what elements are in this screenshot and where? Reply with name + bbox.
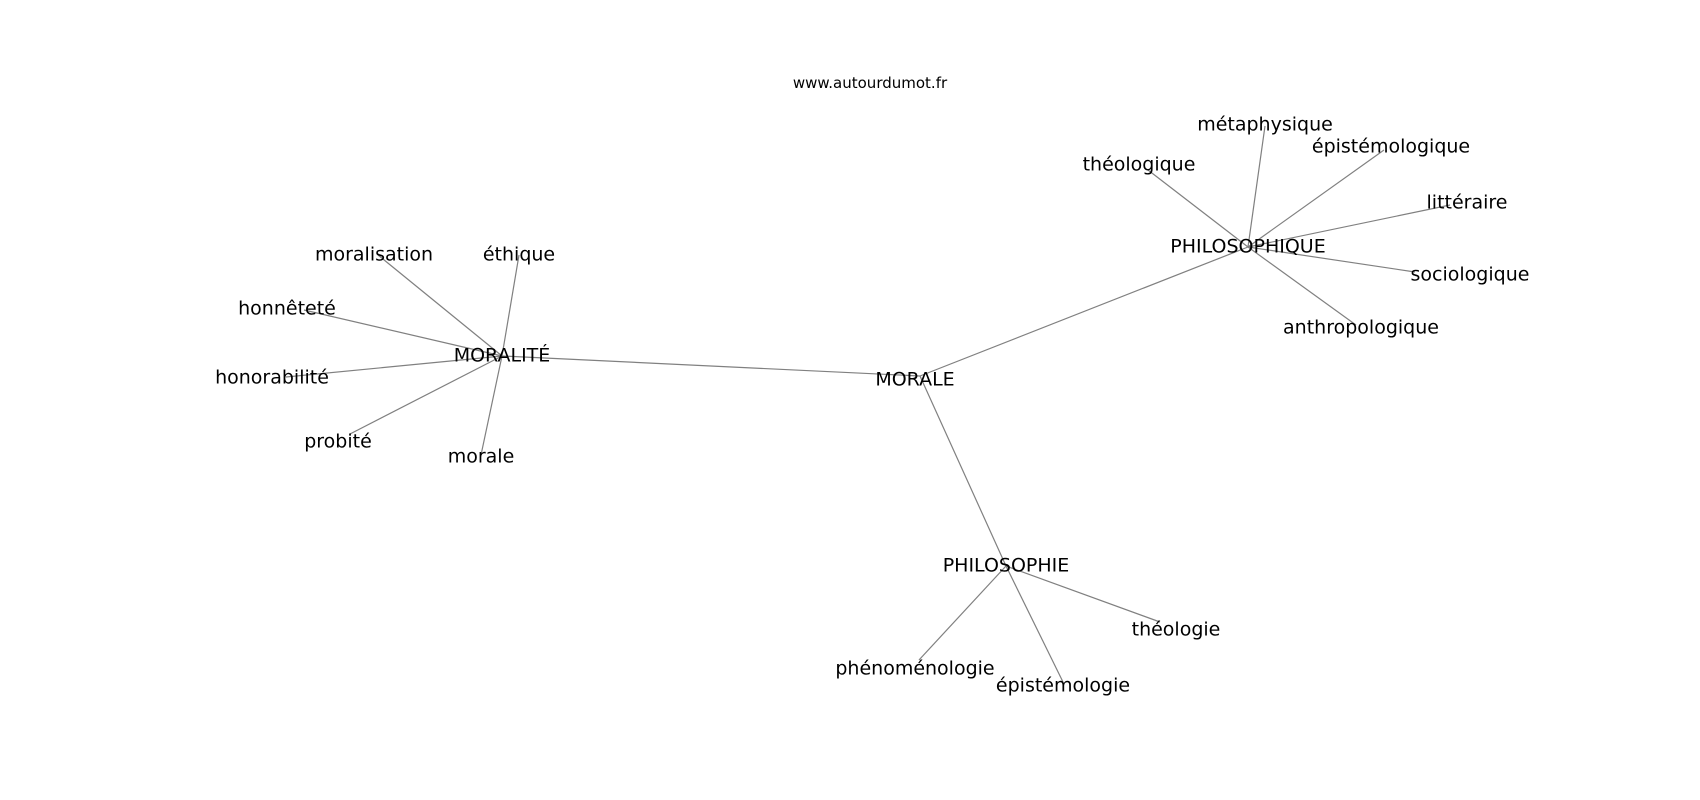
node-ethique[interactable]: éthique	[483, 244, 555, 266]
edge-philosophie-epistemologie	[1005, 565, 1064, 683]
node-epistemologie[interactable]: épistémologie	[996, 675, 1130, 697]
node-philosophique[interactable]: PHILOSOPHIQUE	[1170, 236, 1325, 258]
node-litteraire[interactable]: littéraire	[1427, 192, 1508, 214]
edge-moralite-probite	[349, 355, 503, 435]
source-label: www.autourdumot.fr	[793, 74, 948, 92]
node-metaphysique[interactable]: métaphysique	[1197, 114, 1333, 136]
node-layer: MORALE MORALITÉ PHILOSOPHIQUE PHILOSOPHIE mo…	[215, 114, 1529, 697]
edge-philosophique-theologique	[1147, 169, 1249, 248]
node-morale-center[interactable]: MORALE	[875, 369, 954, 391]
node-honnetete[interactable]: honnêteté	[238, 298, 336, 320]
node-honorabilite[interactable]: honorabilité	[215, 367, 329, 389]
edge-moralite-honorabilite	[285, 355, 503, 378]
node-moralite[interactable]: MORALITÉ	[454, 344, 551, 367]
node-sociologique[interactable]: sociologique	[1411, 264, 1530, 286]
node-probite[interactable]: probité	[304, 431, 372, 453]
edge-layer	[285, 125, 1451, 683]
edge-morale_center-philosophique	[919, 246, 1249, 377]
edge-morale_center-philosophie	[919, 375, 1007, 567]
edge-moralite-honnetete	[303, 309, 503, 357]
node-phenomenologie[interactable]: phénoménologie	[835, 658, 994, 680]
edge-philosophique-metaphysique	[1247, 125, 1266, 248]
edge-morale_center-moralite	[501, 355, 921, 377]
node-morale-leaf[interactable]: morale	[448, 446, 515, 468]
node-moralisation[interactable]: moralisation	[315, 244, 433, 266]
node-philosophie[interactable]: PHILOSOPHIE	[943, 555, 1070, 577]
node-theologie[interactable]: théologie	[1132, 619, 1221, 641]
node-epistemologique[interactable]: épistémologique	[1312, 136, 1470, 158]
edge-moralite-ethique	[501, 254, 520, 357]
edge-philosophique-sociologique	[1247, 246, 1416, 273]
edge-philosophie-phenomenologie	[918, 565, 1007, 661]
edge-philosophique-litteraire	[1247, 204, 1451, 248]
node-anthropologique[interactable]: anthropologique	[1283, 317, 1439, 339]
edge-philosophique-epistemologique	[1247, 149, 1385, 248]
edge-moralite-moralisation	[377, 254, 503, 357]
edge-philosophie-theologie	[1005, 565, 1161, 623]
edge-philosophique-anthropologique	[1247, 246, 1357, 326]
node-theologique[interactable]: théologique	[1083, 154, 1196, 176]
edge-moralite-morale_leaf	[480, 355, 503, 456]
